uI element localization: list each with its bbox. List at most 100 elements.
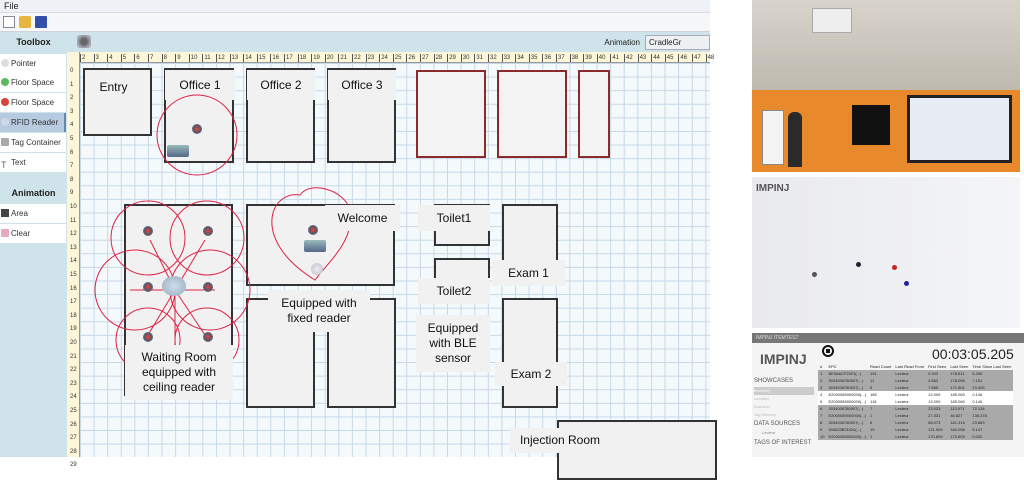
column-header[interactable]: Last Seen: [950, 364, 969, 369]
tool-label: RFID Reader: [11, 118, 59, 127]
table-cell: Lecteur: [895, 427, 909, 432]
table-cell: 170.809: [928, 434, 943, 439]
ruler-tick-y: 27: [70, 435, 77, 442]
column-header[interactable]: Read Count: [870, 364, 892, 369]
rfid-antenna-icon[interactable]: [203, 332, 213, 342]
save-icon[interactable]: [35, 16, 47, 28]
menu-bar: File: [0, 0, 710, 13]
rfid-antenna-icon[interactable]: [203, 226, 213, 236]
table-cell: 0.000: [972, 434, 983, 439]
ruler-tick-x: 47: [692, 54, 701, 62]
table-cell: 6.395: [972, 371, 983, 376]
wall-monitor: [852, 105, 890, 145]
ruler-tick-x: 24: [379, 54, 388, 62]
rfid-antenna-icon[interactable]: [192, 124, 202, 134]
label-exam1: Exam 1: [492, 260, 565, 286]
nav-inventory[interactable]: Inventory: [754, 387, 814, 395]
table-cell: Lecteur: [895, 378, 909, 383]
animation-select[interactable]: CradleGr: [645, 35, 710, 50]
table-cell: 27.331: [928, 413, 941, 418]
table-cell: 161.316: [950, 420, 965, 425]
room-exam2[interactable]: [502, 298, 558, 408]
rfid-antenna-icon[interactable]: [143, 282, 153, 292]
column-header[interactable]: Last Read From: [895, 364, 925, 369]
area-icon: [1, 209, 9, 217]
ruler-tick-x: 34: [515, 54, 524, 62]
room-unnamed-3[interactable]: [578, 70, 610, 158]
nav-direction[interactable]: Direction: [754, 404, 770, 409]
ruler-tick-y: 0: [70, 68, 74, 74]
column-header[interactable]: Time Since Last Seen: [972, 364, 1012, 369]
nav-location[interactable]: Location: [754, 396, 770, 401]
tool-pointer[interactable]: Pointer: [0, 54, 66, 73]
column-header[interactable]: #: [820, 364, 823, 369]
antenna-icon[interactable]: [311, 263, 323, 275]
tool-floor-space-add[interactable]: Floor Space: [0, 73, 66, 92]
table-cell: 3: [820, 385, 823, 390]
tag-icon: [1, 138, 9, 146]
table-cell: 171.801: [950, 385, 965, 390]
column-header[interactable]: First Seen: [928, 364, 947, 369]
table-cell: 0.333: [928, 371, 939, 376]
ruler-tick-x: 21: [338, 54, 348, 62]
toolbar: [0, 13, 710, 32]
table-cell: 191: [870, 371, 877, 376]
ceiling-reader-icon[interactable]: [162, 276, 186, 296]
rfid-antenna-icon[interactable]: [203, 282, 213, 292]
tool-floor-space-remove[interactable]: Floor Space: [0, 93, 66, 112]
tool-label: Pointer: [11, 59, 37, 68]
table-cell: 7: [820, 413, 823, 418]
fixed-reader-icon[interactable]: [167, 145, 189, 157]
table-cell: 10: [820, 434, 825, 439]
stop-button[interactable]: [822, 345, 834, 357]
menu-file[interactable]: File: [4, 1, 19, 11]
rfid-antenna-icon[interactable]: [143, 332, 153, 342]
rfid-antenna-icon[interactable]: [143, 226, 153, 236]
tool-rfid-reader[interactable]: RFID Reader: [0, 113, 66, 132]
ruler-tick-y: 24: [70, 394, 77, 401]
room-unnamed-1[interactable]: [416, 70, 486, 158]
rfid-antenna-icon[interactable]: [308, 225, 318, 235]
ruler-tick-x: 43: [637, 54, 647, 62]
table-cell: Lecteur: [895, 434, 909, 439]
open-folder-icon[interactable]: [19, 16, 31, 28]
tool-clear[interactable]: Clear: [0, 224, 66, 243]
column-header[interactable]: EPC: [828, 364, 837, 369]
close-animation-icon[interactable]: [77, 35, 91, 48]
ruler-tick-x: 3: [93, 54, 99, 62]
pointer-icon: [1, 59, 9, 67]
nav-tag-memory[interactable]: Tag Memory: [754, 412, 777, 417]
table-cell: 170.809: [950, 434, 965, 439]
table-cell: 5.147: [972, 427, 983, 432]
table-cell: 7: [870, 406, 873, 411]
add-icon: [1, 78, 9, 86]
tool-area[interactable]: Area: [0, 204, 66, 223]
remove-icon: [1, 98, 9, 106]
ruler-tick-y: 13: [70, 244, 77, 251]
tool-tag-container[interactable]: Tag Container: [0, 133, 66, 152]
showcases-label: SHOWCASES: [754, 378, 794, 384]
table-cell: 1: [870, 413, 873, 418]
table-cell: 118: [870, 399, 877, 404]
ruler-tick-x: 25: [392, 54, 402, 62]
label-welcome: Welcome: [325, 205, 400, 231]
new-file-icon[interactable]: [3, 16, 15, 28]
source-toggle[interactable]: Lecteur: [762, 430, 776, 435]
ruler-tick-x: 12: [216, 54, 225, 62]
room-unnamed-2[interactable]: [497, 70, 567, 158]
table-cell: 178.811: [950, 371, 965, 376]
ruler-tick-x: 48: [705, 54, 715, 62]
projector: [812, 8, 852, 33]
fixed-reader-icon[interactable]: [304, 240, 326, 252]
